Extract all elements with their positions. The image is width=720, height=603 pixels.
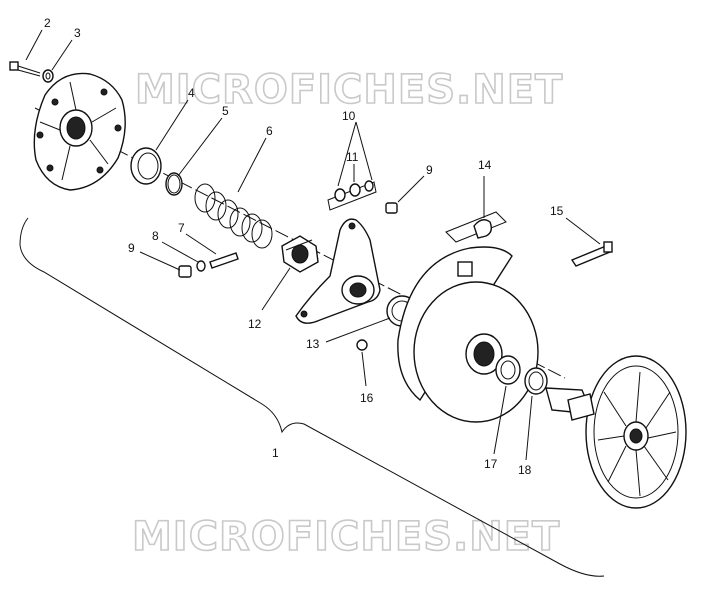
callout-7: 7 [178, 221, 185, 235]
pin-part-7 [209, 252, 239, 269]
spider-arm [295, 218, 381, 324]
nut-part-9-right [385, 202, 398, 214]
assembly-bracket [19, 217, 605, 577]
snap-ring-part-5 [165, 172, 183, 196]
fixed-sheave [545, 355, 687, 509]
spring-part-6 [194, 183, 273, 249]
callout-9-left: 9 [128, 241, 135, 255]
callout-12: 12 [248, 317, 262, 331]
nut-part-9-left [178, 265, 192, 278]
callout-10: 10 [342, 109, 356, 123]
watermark-bottom: MICROFICHES.NET [132, 514, 560, 560]
ring-part-18 [524, 367, 548, 395]
callout-16: 16 [360, 391, 374, 405]
cover-plate [33, 72, 126, 191]
callout-1: 1 [272, 446, 279, 460]
callout-8: 8 [152, 229, 159, 243]
leader-lines [25, 29, 601, 461]
callouts: 1 2 3 4 5 6 7 8 9 10 11 9 12 13 14 15 16… [44, 16, 564, 477]
callout-15: 15 [550, 204, 564, 218]
nut-part-16 [356, 339, 368, 351]
washer-group-parts-10-11 [327, 180, 377, 211]
callout-18: 18 [518, 463, 532, 477]
bushing-part-4 [130, 147, 162, 185]
bolt-part-15 [570, 241, 613, 267]
washer-part-3 [42, 69, 54, 83]
bolt-part-2 [9, 61, 41, 77]
callout-4: 4 [188, 86, 195, 100]
callout-17: 17 [484, 457, 498, 471]
callout-3: 3 [74, 26, 81, 40]
washer-part-8 [196, 260, 206, 272]
watermark-top: MICROFICHES.NET [135, 67, 563, 113]
callout-13: 13 [306, 337, 320, 351]
callout-2: 2 [44, 16, 51, 30]
callout-11: 11 [346, 150, 359, 164]
ring-part-17 [495, 355, 521, 385]
callout-14: 14 [478, 158, 492, 172]
clip-part-14 [445, 211, 507, 243]
callout-5: 5 [222, 104, 229, 118]
callout-6: 6 [266, 124, 273, 138]
roller-part-12 [281, 235, 319, 273]
callout-9-right: 9 [426, 163, 433, 177]
movable-sheave [397, 246, 539, 423]
